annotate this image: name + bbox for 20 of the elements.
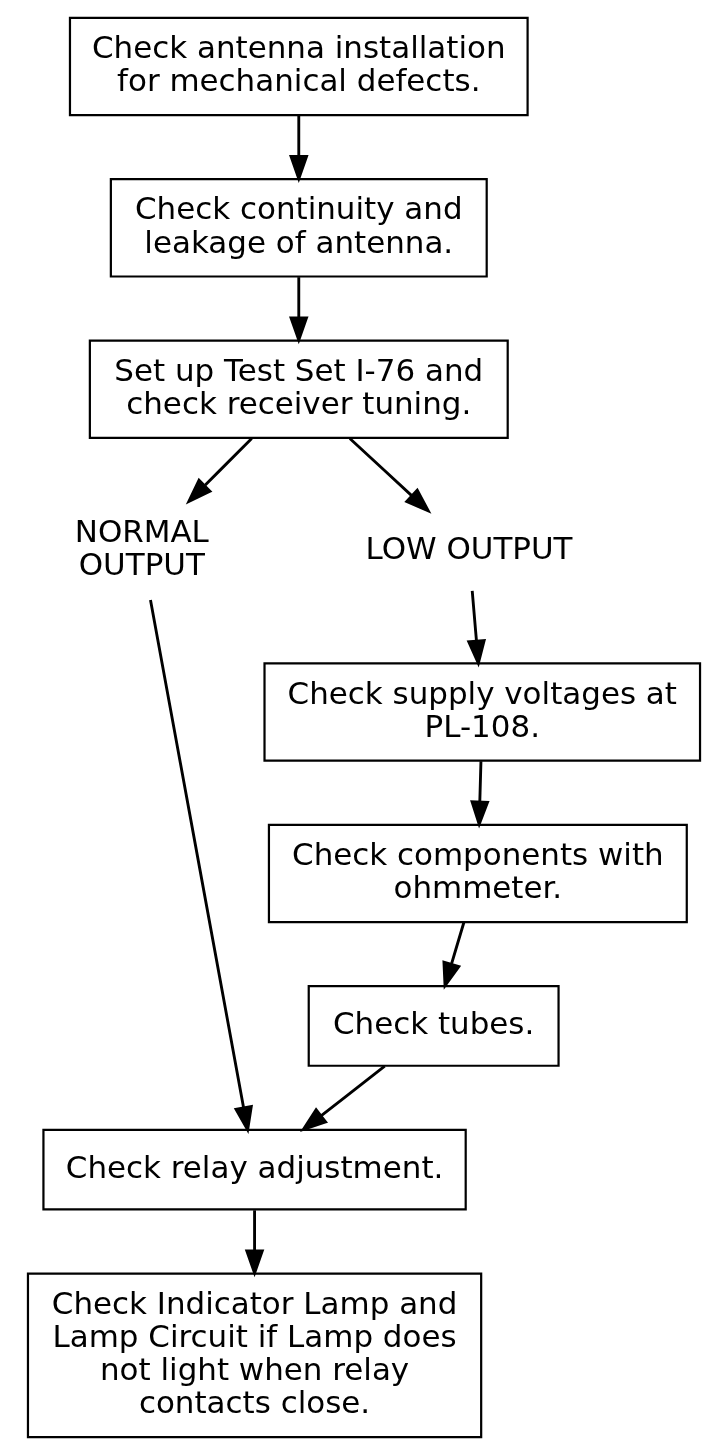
arrow — [466, 590, 486, 668]
node-box: Check Indicator Lamp and Lamp Circuit if Lamp does not light when relay contacts close. — [26, 1271, 482, 1438]
arrow — [148, 599, 253, 1134]
arrow — [244, 1209, 264, 1277]
node-text: LOW OUTPUT — [365, 529, 573, 566]
arrow — [288, 276, 309, 344]
node-box: Check relay adjustment. — [41, 1128, 467, 1211]
node-box: Check supply voltages at PL-108. — [262, 661, 701, 762]
node-box: Set up Test Set I-76 and check receiver tuning. — [88, 339, 509, 439]
arrow — [348, 437, 431, 514]
arrow — [441, 921, 465, 990]
node-box: Check antenna installation for mechanical defects. — [68, 16, 529, 116]
node-box: Check components with ohmmeter. — [267, 823, 688, 923]
arrow — [469, 760, 490, 828]
node-box: Check tubes. — [307, 984, 560, 1067]
node-text: NORMAL OUTPUT — [74, 512, 209, 582]
arrow — [288, 115, 309, 183]
node-box: Check continuity and leakage of antenna. — [109, 177, 488, 278]
arrow — [185, 437, 253, 504]
arrow — [299, 1064, 386, 1132]
